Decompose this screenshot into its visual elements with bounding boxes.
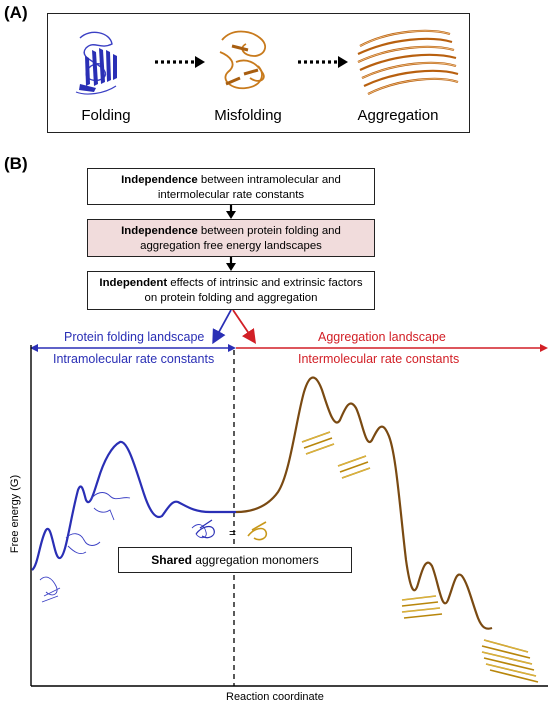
stage-label-aggregation: Aggregation xyxy=(357,107,439,124)
x-axis-label: Reaction coordinate xyxy=(226,691,324,703)
aggregation-energy-curve xyxy=(235,376,493,630)
flow-box-1-bold: Independence xyxy=(121,174,198,186)
folding-split-arrow xyxy=(212,309,232,345)
y-axis-label: Free energy (G) xyxy=(9,474,21,554)
shared-monomers-box: Shared aggregation monomers xyxy=(118,547,352,573)
aggregation-landscape-label: Aggregation landscape xyxy=(318,330,446,344)
flow-box-1-text: between intramolecular and intermolecula… xyxy=(157,174,341,201)
aggregate-sketch-highlights xyxy=(301,431,537,677)
aggregation-rate-label: Intermolecular rate constants xyxy=(298,352,460,366)
shared-monomers-bold: Shared xyxy=(151,553,192,567)
panel-a-frame xyxy=(47,13,470,133)
folding-monomer-icon xyxy=(195,519,215,539)
flow-box-3-bold: Independent xyxy=(99,277,168,289)
panel-a-label: (A) xyxy=(4,3,28,22)
stage-label-folding: Folding xyxy=(81,107,131,124)
flow-box-independent-effects: Independent effects of intrinsic and ext… xyxy=(87,271,375,310)
aggregate-fibril-icon xyxy=(357,29,459,95)
flow-box-3-text: effects of intrinsic and extrinsic facto… xyxy=(144,277,363,304)
folding-rate-label: Intramolecular rate constants xyxy=(53,352,215,366)
flow-box-2-text: between protein folding and aggregation … xyxy=(140,225,341,252)
flow-box-energy-landscapes: Independence between protein folding and… xyxy=(87,219,375,257)
monomer-equals-sign: = xyxy=(229,526,237,540)
folding-protein-sketches xyxy=(39,492,207,603)
flow-box-2-bold: Independence xyxy=(121,225,198,237)
folding-landscape-label: Protein folding landscape xyxy=(64,330,205,344)
stage-label-misfolding: Misfolding xyxy=(214,107,282,124)
misfolded-protein-icon xyxy=(219,30,267,90)
flow-box-rate-constants: Independence between intramolecular and … xyxy=(87,168,375,205)
folding-energy-curve xyxy=(31,440,236,571)
panel-b-label: (B) xyxy=(4,154,28,173)
aggregation-split-arrow xyxy=(232,309,257,344)
aggregation-monomer-icon xyxy=(247,521,268,541)
shared-monomers-text: aggregation monomers xyxy=(191,553,319,567)
folded-protein-icon xyxy=(75,31,117,95)
